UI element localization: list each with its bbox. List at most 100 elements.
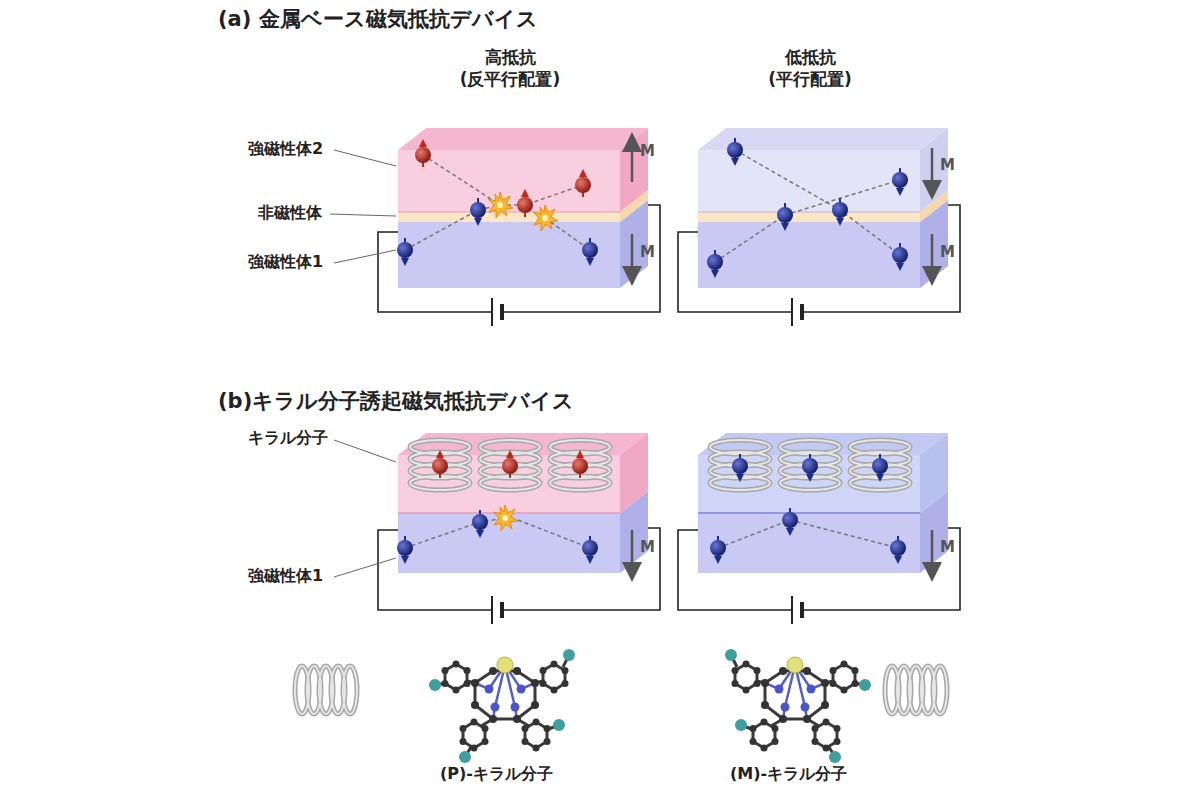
spin-down-electron [777,203,793,231]
electron-path [423,155,500,205]
spin-down-electron [582,238,598,266]
molecule-name: (M)-キラル分子 [730,764,847,785]
circuit-wire [502,205,660,312]
magnetization-label: M [640,243,655,263]
spin-down-electron [582,536,598,564]
helix-symbol [410,440,470,490]
chiral-device-left [378,433,660,624]
chiral-device-right [678,433,960,624]
magnetization-label: M [940,156,955,176]
spin-down-electron [397,536,413,564]
circuit-wire [378,232,492,312]
ferromagnet-2 [398,150,620,212]
helix-symbol [710,440,770,490]
ferromagnet-1 [398,222,620,288]
electron-path [500,185,583,205]
spin-up-electron [575,169,591,197]
chiral-layer [920,433,948,513]
spin-down-electron [732,454,748,482]
electron-path [715,150,900,262]
circuit-wire [678,530,792,610]
molecule-structure [725,649,871,763]
state-heading: 高抵抗 (反平行配置) [445,46,575,90]
layer-edge [398,212,620,213]
spin-down-electron [872,454,888,482]
leader-line [330,150,396,263]
panel-title: (a) 金属ベース磁気抵抗デバイス [218,6,538,33]
electron-path [718,520,898,548]
part-name: 強磁性体2 [248,139,323,160]
battery-symbol [800,304,804,320]
leader-line [330,214,396,216]
helix-symbol [780,440,840,490]
circuit-wire [678,205,960,312]
helix-symbol [480,440,540,490]
helix-symbol [550,440,610,490]
circuit-wire [378,530,492,610]
circuit-wire [802,528,960,610]
scattering-burst [533,205,558,231]
ferromagnet-2 [398,128,648,150]
electron-path [405,518,505,548]
panel-title: (b)キラル分子誘起磁気抵抗デバイス [218,388,574,415]
nonmagnet-layer [698,212,920,222]
circuit-wire [678,232,792,312]
electron-path [718,520,898,548]
molecule-name: (P)-キラル分子 [440,764,553,785]
part-name: 非磁性体 [258,203,322,224]
scattering-burst [493,505,518,531]
battery-symbol [791,596,793,624]
helix-symbol [850,440,910,490]
magnetization-arrow [631,234,634,276]
leader-line [334,150,396,166]
electron-path [715,180,900,262]
spin-down-electron [727,138,743,166]
spin-down-electron [710,536,726,564]
layer-edge [698,512,920,514]
circuit-wire [378,205,660,312]
battery-symbol [500,602,504,618]
spin-down-electron [397,238,413,266]
helix-symbol [885,666,947,714]
nonmagnet-layer [398,212,620,222]
electron-path [735,150,900,255]
electron-path [518,520,590,548]
magnetization-label: M [940,243,955,263]
circuit-wire [378,528,660,610]
magnetization-label: M [640,538,655,558]
spin-down-electron [472,510,488,538]
part-name: 強磁性体1 [248,566,323,587]
chiral-layer [620,433,648,513]
leader-line [334,558,396,577]
spin-up-electron [432,450,448,478]
battery-symbol [491,596,493,624]
circuit-wire [802,205,960,312]
battery-symbol [800,602,804,618]
spin-down-electron [782,508,798,536]
spin-down-electron [892,168,908,196]
magnetization-arrow [931,234,934,276]
layer-edge [698,212,920,213]
electron-path [545,218,590,250]
circuit-wire [678,528,960,610]
device-antiparallel [378,128,660,326]
molecule-structure [429,649,575,763]
magnetization-arrow [631,142,634,182]
spin-up-electron [502,450,518,478]
ferromagnet-1 [698,513,920,573]
spin-up-electron [415,139,431,167]
spin-down-electron [707,250,723,278]
battery-symbol [491,298,493,326]
ferromagnet-2 [698,150,920,212]
magnetization-label: M [640,142,655,162]
magnetization-arrow [931,530,934,572]
helix-symbol [295,666,357,714]
spin-down-electron [802,454,818,482]
spin-up-electron [572,450,588,478]
battery-symbol [791,298,793,326]
magnetization-arrow [631,530,634,572]
part-name: 強磁性体1 [248,252,323,273]
magnetization-label: M [940,538,955,558]
